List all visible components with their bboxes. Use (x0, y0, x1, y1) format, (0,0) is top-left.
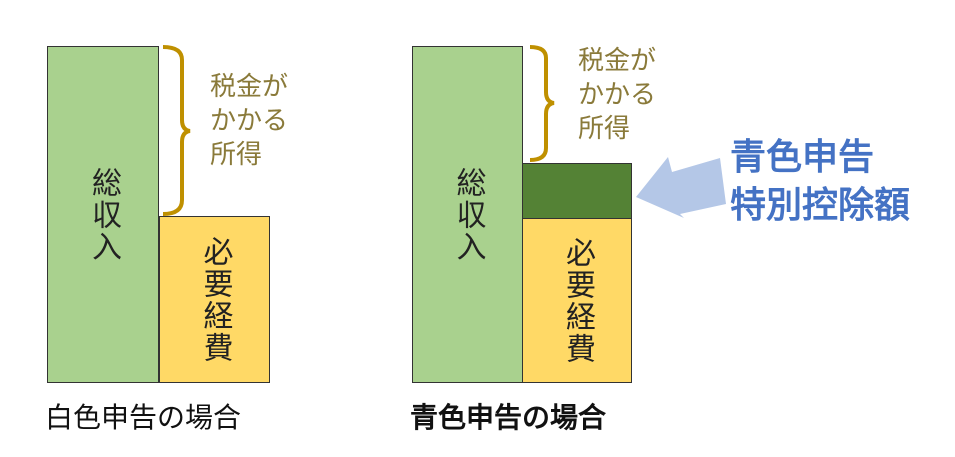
deduction-label: 青色申告 特別控除額 (730, 134, 910, 230)
white-expenses-bar: 必要経費 (159, 216, 270, 383)
text-line: 所得 (210, 140, 263, 170)
text-line: 所得 (578, 114, 631, 144)
white-expenses-label: 必要経費 (197, 235, 233, 364)
blue-expenses-label: 必要経費 (560, 236, 595, 365)
white-taxable-label: 税金が かかる 所得 (210, 70, 288, 172)
text-line: かかる (210, 106, 289, 136)
text-line: 特別控除額 (730, 185, 911, 226)
blue-taxable-label: 税金が かかる 所得 (578, 44, 656, 146)
text-line: 青色申告 (730, 137, 875, 178)
blue-deduction-bar (522, 163, 632, 219)
text-line: かかる (578, 80, 657, 110)
blue-total-income-label: 総収入 (450, 166, 486, 263)
text-line: 税金が (210, 72, 289, 102)
arrow-icon (636, 157, 726, 218)
blue-total-income-bar: 総収入 (412, 46, 523, 383)
brace-right (529, 45, 555, 162)
text-line: 税金が (578, 46, 657, 76)
blue-caption: 青色申告の場合 (410, 401, 607, 434)
brace-left (162, 45, 191, 216)
white-total-income-bar: 総収入 (47, 46, 159, 383)
white-caption: 白色申告の場合 (45, 401, 242, 434)
white-total-income-label: 総収入 (86, 166, 121, 263)
blue-expenses-bar: 必要経費 (522, 218, 632, 383)
